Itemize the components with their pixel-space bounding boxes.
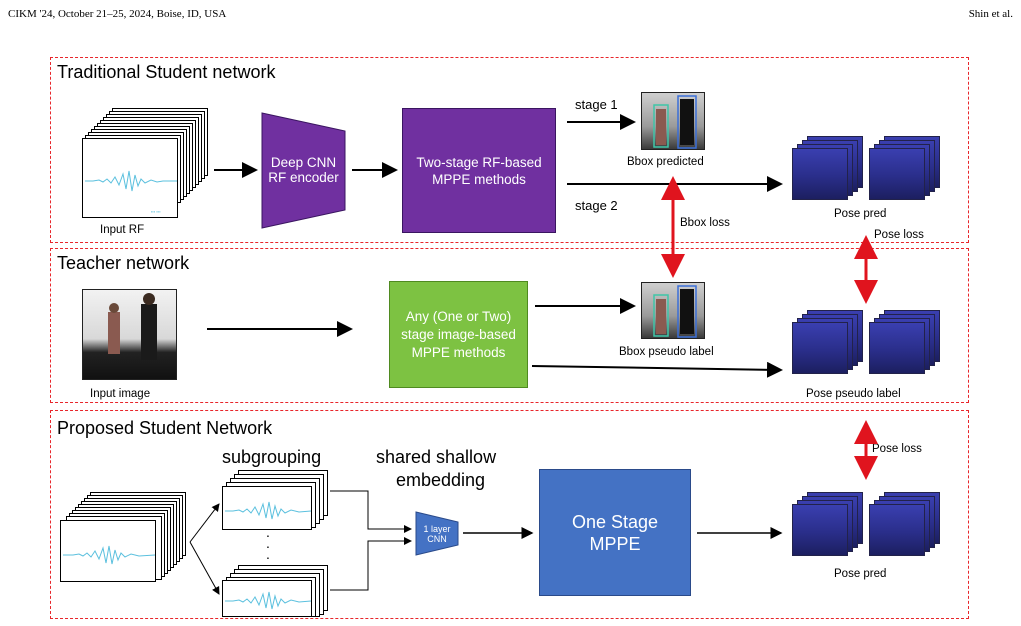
traditional-student-panel [50, 57, 969, 243]
pose-pred-top-label: Pose pred [834, 208, 887, 220]
pose-pseudo-label-label: Pose pseudo label [806, 388, 901, 400]
stage-1-label: stage 1 [575, 97, 618, 112]
paper-header-left: CIKM '24, October 21–25, 2024, Boise, ID… [8, 8, 227, 20]
input-rf-label: Input RF [100, 224, 145, 236]
one-layer-cnn-label: 1 layer CNN [423, 524, 451, 544]
bbox-pseudo-label-label: Bbox pseudo label [619, 346, 714, 358]
input-image-label: Input image [90, 388, 151, 400]
deep-cnn-encoder-label: Deep CNN RF encoder [268, 155, 339, 185]
rf-waveform-card: ▪▪▪ ▪▪▪ [82, 138, 178, 218]
teacher-network-panel [50, 248, 969, 403]
pose-loss-bottom-label: Pose loss [872, 443, 922, 455]
two-stage-rf-methods-label: Two-stage RF-based MPPE methods [416, 154, 542, 187]
subgrouping-label: subgrouping [222, 447, 322, 467]
svg-text:▪▪▪ ▪▪▪: ▪▪▪ ▪▪▪ [151, 209, 161, 214]
pose-pred-bottom-label: Pose pred [834, 568, 887, 580]
bbox-predicted-label: Bbox predicted [627, 156, 704, 168]
pose-loss-top-label: Pose loss [874, 229, 924, 241]
stage-2-label: stage 2 [575, 198, 618, 213]
one-stage-mppe-label: One Stage MPPE [571, 511, 659, 554]
embedding-label: embedding [396, 470, 486, 490]
teacher-methods-label: Any (One or Two) stage image-based MPPE … [401, 308, 516, 360]
shared-shallow-label: shared shallow [376, 447, 497, 467]
subgroup-ellipsis: ... [266, 524, 270, 562]
bbox-loss-label: Bbox loss [680, 217, 730, 229]
two-stage-rf-methods-box [402, 108, 556, 233]
teacher-methods-box [389, 281, 528, 388]
input-image-thumbnail [82, 289, 177, 380]
paper-header-right: Shin et al. [968, 8, 1013, 20]
traditional-panel-title: Traditional Student network [57, 62, 276, 82]
proposed-panel-title: Proposed Student Network [57, 418, 273, 438]
bbox-pseudo-label-image [641, 282, 705, 339]
one-stage-mppe-box [539, 469, 691, 596]
bbox-predicted-image [641, 92, 705, 150]
teacher-panel-title: Teacher network [57, 253, 190, 273]
proposed-student-panel [50, 410, 969, 619]
